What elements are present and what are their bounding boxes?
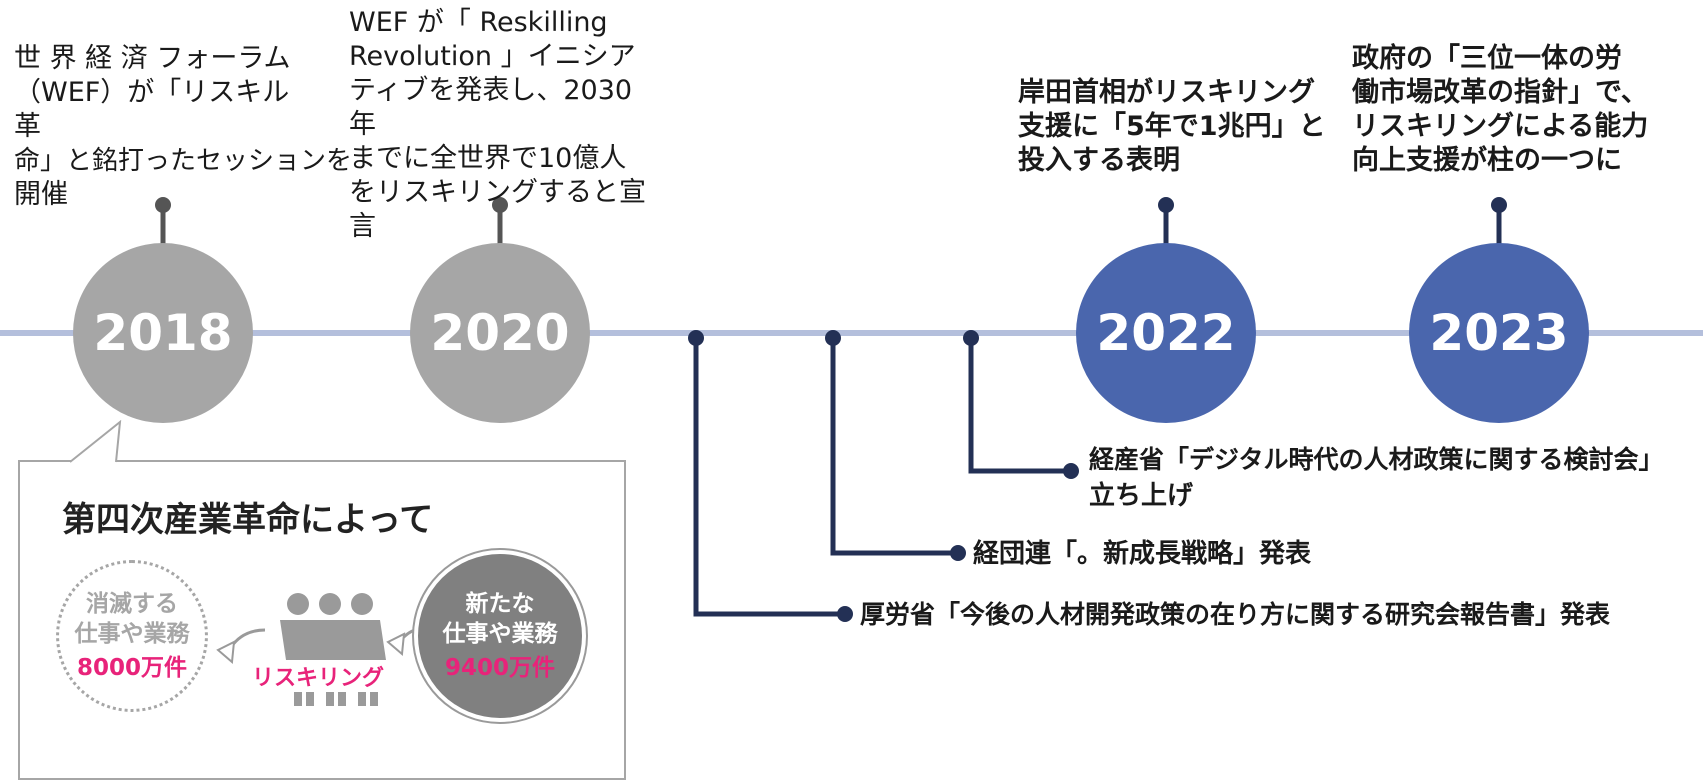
event-line: 厚労省「今後の人材開発政策の在り方に関する研究会報告書」発表 bbox=[860, 600, 1611, 629]
info-box: 第四次産業革命によって 消滅する 仕事や業務 8000万件 リスキリング 新たな… bbox=[18, 460, 626, 780]
year-circle-2023: 2023 bbox=[1409, 243, 1589, 423]
connector-event-2 bbox=[825, 330, 966, 561]
caption-line: 世 界 経 済 フォーラム bbox=[14, 43, 291, 74]
caption-line: Revolution 」イニシア bbox=[349, 41, 636, 72]
caption-line: 命」と銘打ったセッションを bbox=[14, 146, 353, 176]
caption-line: 政府の「三位一体の労 bbox=[1352, 43, 1622, 74]
disappearing-line2: 仕事や業務 bbox=[74, 621, 190, 647]
caption-line: 向上支援が柱の一つに bbox=[1352, 145, 1622, 176]
new-jobs-line1: 新たな bbox=[465, 591, 535, 617]
event-line: 経産省「デジタル時代の人材政策に関する検討会」 bbox=[1089, 445, 1664, 474]
caption-line: 開催 bbox=[14, 179, 68, 210]
reskilling-label: リスキリング bbox=[250, 660, 387, 692]
caption-2023: 政府の「三位一体の労 働市場改革の指針」で、 リスキリングによる能力 向上支援が… bbox=[1352, 42, 1672, 178]
caption-line: 岸田首相がリスキリング bbox=[1018, 77, 1315, 108]
event-line: 立ち上げ bbox=[1089, 481, 1194, 511]
caption-2018: 世 界 経 済 フォーラム （WEF）が「リスキル革 命」と銘打ったセッションを… bbox=[14, 42, 353, 212]
caption-line: WEF が「 Reskilling bbox=[349, 7, 608, 38]
new-jobs-count: 9400万件 bbox=[444, 655, 555, 681]
disappearing-count: 8000万件 bbox=[76, 655, 187, 681]
year-circle-2018: 2018 bbox=[73, 243, 253, 423]
year-label: 2023 bbox=[1429, 304, 1569, 362]
callout-pointer bbox=[69, 420, 122, 463]
caption-line: リスキリングによる能力 bbox=[1352, 111, 1649, 142]
new-jobs-circle: 新たな 仕事や業務 9400万件 bbox=[418, 554, 582, 718]
connector-event-3 bbox=[688, 330, 853, 622]
info-box-title: 第四次産業革命によって bbox=[62, 500, 434, 540]
year-label: 2020 bbox=[430, 304, 570, 362]
caption-2022: 岸田首相がリスキリング 支援に「5年で1兆円」と 投入する表明 bbox=[1018, 76, 1338, 178]
caption-line: 支援に「5年で1兆円」と bbox=[1018, 111, 1326, 142]
connector-event-1 bbox=[963, 330, 1079, 479]
curved-arrow-left-icon bbox=[216, 628, 266, 665]
caption-line: までに全世界で10億人 bbox=[349, 143, 627, 174]
event-line: 経団連「。新成長戦略」発表 bbox=[973, 539, 1312, 569]
year-circle-2022: 2022 bbox=[1076, 243, 1256, 423]
disappearing-line1: 消滅する bbox=[86, 591, 178, 617]
event-mhlw: 厚労省「今後の人材開発政策の在り方に関する研究会報告書」発表 bbox=[860, 597, 1610, 633]
new-jobs-line2: 仕事や業務 bbox=[442, 621, 558, 647]
caption-line: ティブを発表し、2030年 bbox=[349, 75, 633, 140]
event-keidanren: 経団連「。新成長戦略」発表 bbox=[973, 536, 1311, 572]
year-circle-2020: 2020 bbox=[410, 243, 590, 423]
caption-line: 投入する表明 bbox=[1018, 145, 1180, 176]
caption-line: （WEF）が「リスキル革 bbox=[14, 77, 290, 142]
event-meti: 経産省「デジタル時代の人材政策に関する検討会」 立ち上げ bbox=[1089, 442, 1664, 514]
year-label: 2018 bbox=[93, 304, 233, 362]
year-label: 2022 bbox=[1096, 304, 1236, 362]
caption-line: をリスキリングすると宣言 bbox=[349, 177, 646, 242]
caption-line: 働市場改革の指針」で、 bbox=[1352, 77, 1648, 108]
disappearing-jobs-circle: 消滅する 仕事や業務 8000万件 bbox=[56, 560, 208, 712]
caption-2020: WEF が「 Reskilling Revolution 」イニシア ティブを発… bbox=[349, 6, 649, 244]
